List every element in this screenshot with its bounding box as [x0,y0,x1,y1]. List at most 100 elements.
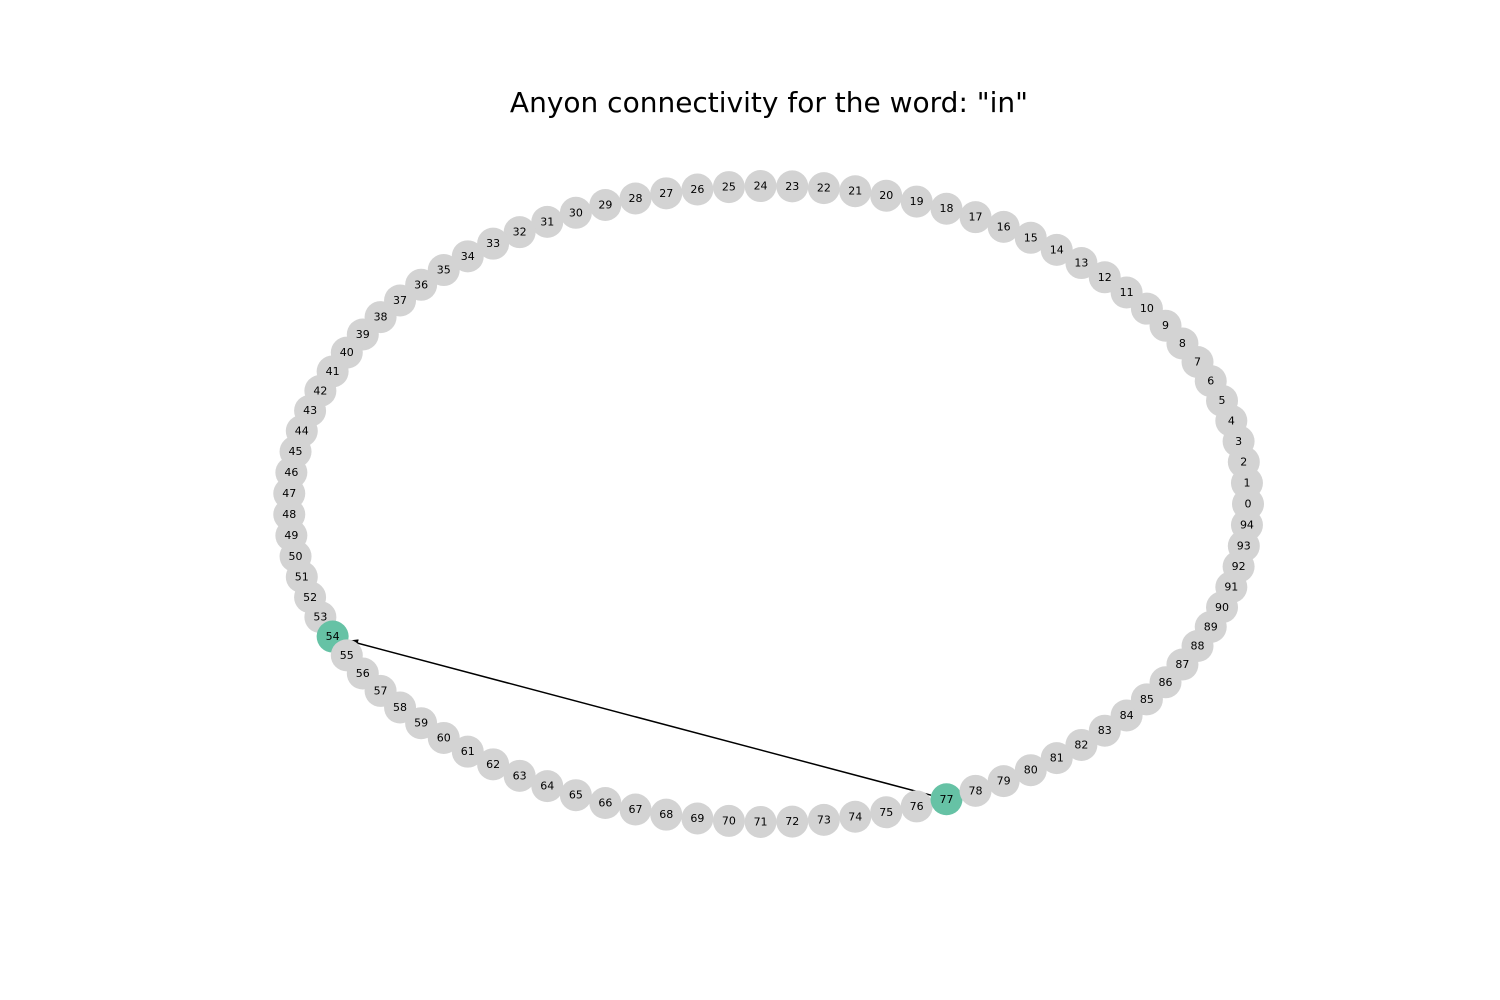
node-circle [930,192,963,225]
node-label: 18 [939,202,953,215]
node-circle [1040,742,1073,775]
node-label: 74 [848,810,862,823]
node-label: 42 [313,384,327,397]
node-30: 30 [559,196,592,229]
node-label: 87 [1175,658,1189,671]
node-label: 14 [1050,243,1064,256]
node-label: 59 [414,717,428,730]
node-76: 76 [900,790,933,823]
node-label: 80 [1024,764,1038,777]
node-circle [900,790,933,823]
node-78: 78 [959,774,992,807]
node-label: 75 [879,806,893,819]
node-circle [1065,728,1098,761]
node-label: 9 [1162,319,1169,332]
node-24: 24 [744,170,777,203]
node-label: 10 [1140,302,1154,315]
node-label: 4 [1228,414,1235,427]
node-74: 74 [839,800,872,833]
node-circle [959,774,992,807]
node-label: 67 [628,803,642,816]
node-circle [650,177,683,210]
node-circle [650,798,683,831]
node-label: 36 [414,278,428,291]
node-33: 33 [477,227,510,260]
node-label: 51 [295,570,309,583]
node-label: 90 [1215,601,1229,614]
node-23: 23 [776,170,809,203]
node-label: 43 [303,404,317,417]
node-circle [712,804,745,837]
node-circle [427,721,460,754]
node-14: 14 [1040,233,1073,266]
node-label: 58 [393,701,407,714]
node-75: 75 [870,796,903,829]
node-circle [681,173,714,206]
node-circle [451,240,484,273]
node-label: 12 [1098,271,1112,284]
figure-title: Anyon connectivity for the word: "in" [510,86,1028,119]
node-label: 34 [461,250,475,263]
node-label: 72 [785,815,799,828]
node-26: 26 [681,173,714,206]
node-66: 66 [589,787,622,820]
node-label: 60 [437,731,451,744]
node-label: 64 [540,780,554,793]
node-32: 32 [503,216,536,249]
node-label: 84 [1120,709,1134,722]
node-label: 73 [817,813,831,826]
node-label: 66 [598,797,612,810]
node-label: 57 [374,684,388,697]
node-35: 35 [427,254,460,287]
node-label: 44 [295,425,309,438]
node-25: 25 [712,171,745,204]
node-29: 29 [589,188,622,221]
edge-77-to-54 [348,639,932,796]
node-label: 21 [848,185,862,198]
node-label: 46 [284,466,298,479]
node-label: 82 [1074,738,1088,751]
node-label: 26 [690,183,704,196]
node-71: 71 [744,805,777,838]
node-12: 12 [1088,261,1121,294]
node-label: 79 [997,775,1011,788]
node-94: 94 [1230,509,1263,542]
node-circle [712,171,745,204]
node-label: 39 [356,328,370,341]
node-60: 60 [427,721,460,754]
node-label: 19 [910,195,924,208]
node-label: 25 [722,181,736,194]
node-27: 27 [650,177,683,210]
node-circle [807,172,840,205]
node-circle [503,759,536,792]
node-82: 82 [1065,728,1098,761]
node-label: 15 [1024,231,1038,244]
node-circle [405,707,438,740]
node-label: 23 [785,180,799,193]
node-circle [559,196,592,229]
node-label: 47 [282,487,296,500]
node-label: 37 [393,294,407,307]
node-label: 69 [690,812,704,825]
node-18: 18 [930,192,963,225]
node-label: 55 [340,649,354,662]
node-28: 28 [619,182,652,215]
node-circle [427,254,460,287]
node-label: 56 [356,667,370,680]
node-72: 72 [776,805,809,838]
node-circle [987,210,1020,243]
node-70: 70 [712,804,745,837]
node-circle-highlighted [930,783,963,816]
node-31: 31 [531,205,564,238]
node-79: 79 [987,765,1020,798]
node-circle [839,800,872,833]
node-label: 88 [1191,640,1205,653]
node-label: 89 [1204,620,1218,633]
node-67: 67 [619,793,652,826]
node-label: 92 [1232,560,1246,573]
node-label: 20 [879,189,893,202]
node-circle [744,170,777,203]
node-label: 24 [754,180,768,193]
node-label: 62 [486,758,500,771]
node-circle [477,748,510,781]
